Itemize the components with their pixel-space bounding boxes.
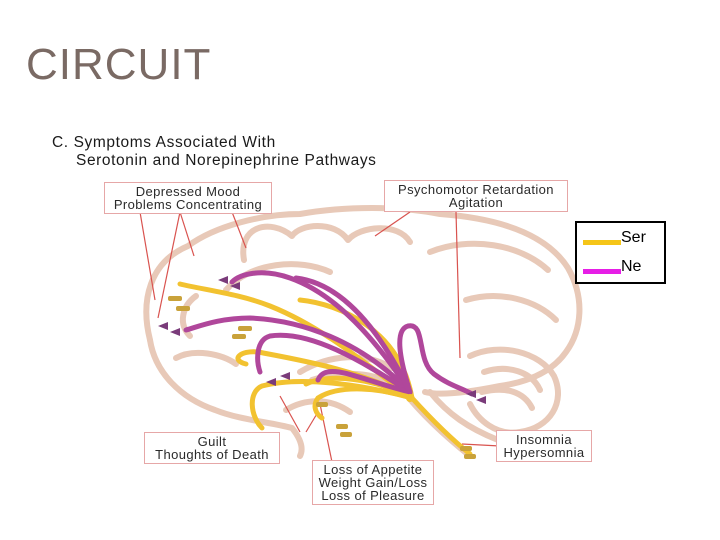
slide-title: CIRCUIT bbox=[26, 40, 212, 89]
figure-title-line-2: Serotonin and Norepinephrine Pathways bbox=[76, 152, 377, 169]
symptom-problems-concentrating: Problems Concentrating bbox=[113, 197, 263, 212]
figure-title-line-1: C. Symptoms Associated With bbox=[52, 134, 276, 151]
symptom-box-guilt: Guilt Thoughts of Death bbox=[144, 432, 280, 464]
norepinephrine-pathways bbox=[183, 270, 475, 397]
legend-label-serotonin: Ser bbox=[621, 229, 646, 246]
pathway-terminals bbox=[158, 276, 486, 459]
symptom-thoughts-of-death: Thoughts of Death bbox=[155, 447, 269, 462]
symptom-insomnia: Insomnia bbox=[516, 432, 572, 447]
symptom-depressed-mood: Depressed Mood bbox=[135, 184, 241, 199]
symptom-box-mood: Depressed Mood Problems Concentrating bbox=[104, 182, 272, 214]
legend-swatch-norepinephrine bbox=[583, 269, 621, 274]
symptom-loss-of-appetite: Loss of Appetite bbox=[323, 462, 423, 477]
symptom-guilt: Guilt bbox=[197, 434, 227, 449]
symptom-box-appetite: Loss of Appetite Weight Gain/Loss Loss o… bbox=[312, 460, 434, 505]
symptom-loss-of-pleasure: Loss of Pleasure bbox=[321, 488, 425, 503]
legend-label-norepinephrine: Ne bbox=[621, 258, 642, 275]
symptom-psychomotor-retardation: Psychomotor Retardation bbox=[398, 182, 554, 197]
brain-outline bbox=[143, 205, 583, 459]
symptom-hypersomnia: Hypersomnia bbox=[503, 445, 585, 460]
symptom-weight-gain-loss: Weight Gain/Loss bbox=[318, 475, 428, 490]
legend-swatch-serotonin bbox=[583, 240, 621, 245]
legend: Ser Ne bbox=[575, 221, 666, 284]
symptom-box-psychomotor: Psychomotor Retardation Agitation bbox=[384, 180, 568, 212]
symptom-agitation: Agitation bbox=[448, 195, 504, 210]
symptom-box-sleep: Insomnia Hypersomnia bbox=[496, 430, 592, 462]
figure-title: C. Symptoms Associated With Serotonin an… bbox=[52, 134, 377, 170]
